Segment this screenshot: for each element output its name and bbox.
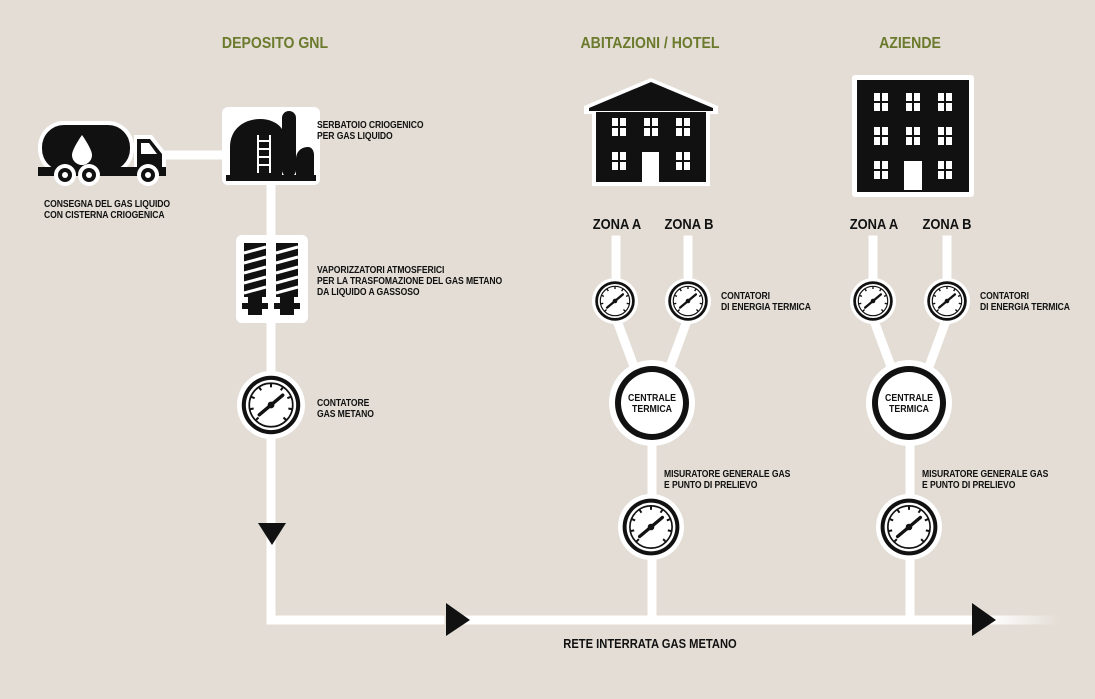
gauge-abit-zona-a-icon xyxy=(592,278,638,324)
label-vaporizers-line-1: VAPORIZZATORI ATMOSFERICI xyxy=(317,265,445,276)
label-energy-meters-aziende: CONTATORI DI ENERGIA TERMICA xyxy=(980,291,1070,313)
gauge-general-az-icon xyxy=(876,494,942,560)
central-thermal-1-inner xyxy=(621,372,683,434)
label-central-aziende-line-1: CENTRALE xyxy=(885,393,933,404)
pipe-network-fade xyxy=(990,615,1060,625)
label-general-meter-abitazioni-line-1: MISURATORE GENERALE GAS xyxy=(664,469,791,480)
pipe-abit-a-central xyxy=(610,312,642,378)
pipe-az-a-central xyxy=(867,312,899,378)
gauge-general-abit-icon xyxy=(618,494,684,560)
label-vaporizers: VAPORIZZATORI ATMOSFERICI PER LA TRASFOM… xyxy=(317,265,502,298)
gauges xyxy=(237,278,970,560)
central-thermal-2-inner xyxy=(878,372,940,434)
label-general-meter-aziende-line-2: E PUNTO DI PRELIEVO xyxy=(922,480,1016,491)
label-meter-main: CONTATORE GAS METANO xyxy=(317,398,374,420)
label-central-aziende-line-2: TERMICA xyxy=(888,404,930,415)
gauge-az-zona-a-icon xyxy=(850,278,896,324)
label-delivery: CONSEGNA DEL GAS LIQUIDO CON CISTERNA CR… xyxy=(44,199,170,221)
label-tank: SERBATOIO CRIOGENICO PER GAS LIQUIDO xyxy=(317,120,424,142)
vaporizer-icon xyxy=(236,235,308,323)
label-vaporizers-line-2: PER LA TRASFOMAZIONE DEL GAS METANO xyxy=(317,276,503,287)
arrow-down-icon xyxy=(258,523,286,545)
label-general-meter-aziende-line-1: MISURATORE GENERALE GAS xyxy=(922,469,1049,480)
label-central-abitazioni-line-2: TERMICA xyxy=(631,404,673,415)
pipes xyxy=(155,150,975,625)
label-general-meter-aziende: MISURATORE GENERALE GAS E PUNTO DI PRELI… xyxy=(922,469,1048,491)
zone-aziende-a: ZONA A xyxy=(849,216,899,233)
label-energy-meters-aziende-line-2: DI ENERGIA TERMICA xyxy=(980,302,1070,313)
label-central-aziende: CENTRALE TERMICA xyxy=(874,393,944,415)
section-title-deposito: DEPOSITO GNL xyxy=(221,35,329,52)
label-tank-line-1: SERBATOIO CRIOGENICO xyxy=(317,120,424,131)
label-general-meter-abitazioni-line-2: E PUNTO DI PRELIEVO xyxy=(664,480,758,491)
label-delivery-line-1: CONSEGNA DEL GAS LIQUIDO xyxy=(44,199,171,210)
pipe-main-vertical xyxy=(266,175,445,625)
arrow-right-icon-2 xyxy=(972,603,996,636)
section-title-abitazioni: ABITAZIONI / HOTEL xyxy=(580,35,720,52)
label-vaporizers-line-3: DA LIQUIDO A GASSOSO xyxy=(317,287,420,298)
label-energy-meters-abitazioni: CONTATORI DI ENERGIA TERMICA xyxy=(721,291,811,313)
pipe-abit-b-central xyxy=(662,312,694,378)
gauge-main-icon xyxy=(237,371,305,439)
label-central-abitazioni: CENTRALE TERMICA xyxy=(617,393,687,415)
zone-aziende-b: ZONA B xyxy=(922,216,972,233)
gauge-abit-zona-b-icon xyxy=(665,278,711,324)
arrow-right-icon xyxy=(446,603,470,636)
label-general-meter-abitazioni: MISURATORE GENERALE GAS E PUNTO DI PRELI… xyxy=(664,469,790,491)
label-delivery-line-2: CON CISTERNA CRIOGENICA xyxy=(44,210,165,221)
label-energy-meters-abitazioni-line-2: DI ENERGIA TERMICA xyxy=(721,302,811,313)
label-energy-meters-abitazioni-line-1: CONTATORI xyxy=(721,291,770,302)
house-building-icon xyxy=(584,78,718,186)
zone-abitazioni-a: ZONA A xyxy=(592,216,642,233)
label-tank-line-2: PER GAS LIQUIDO xyxy=(317,131,393,142)
zone-abitazioni-b: ZONA B xyxy=(664,216,714,233)
label-energy-meters-aziende-line-1: CONTATORI xyxy=(980,291,1029,302)
cryogenic-tank-icon xyxy=(222,107,320,185)
central-thermal-circles xyxy=(609,360,952,446)
flow-arrows xyxy=(258,523,996,636)
label-central-abitazioni-line-1: CENTRALE xyxy=(628,393,676,404)
label-network: RETE INTERRATA GAS METANO xyxy=(563,636,737,651)
section-title-aziende: AZIENDE xyxy=(879,35,941,52)
office-building-icon xyxy=(852,75,974,197)
pipe-az-b-central xyxy=(921,312,953,378)
label-meter-main-line-1: CONTATORE xyxy=(317,398,370,409)
gauge-az-zona-b-icon xyxy=(924,278,970,324)
label-meter-main-line-2: GAS METANO xyxy=(317,409,374,420)
cryogenic-truck-icon xyxy=(38,121,166,186)
